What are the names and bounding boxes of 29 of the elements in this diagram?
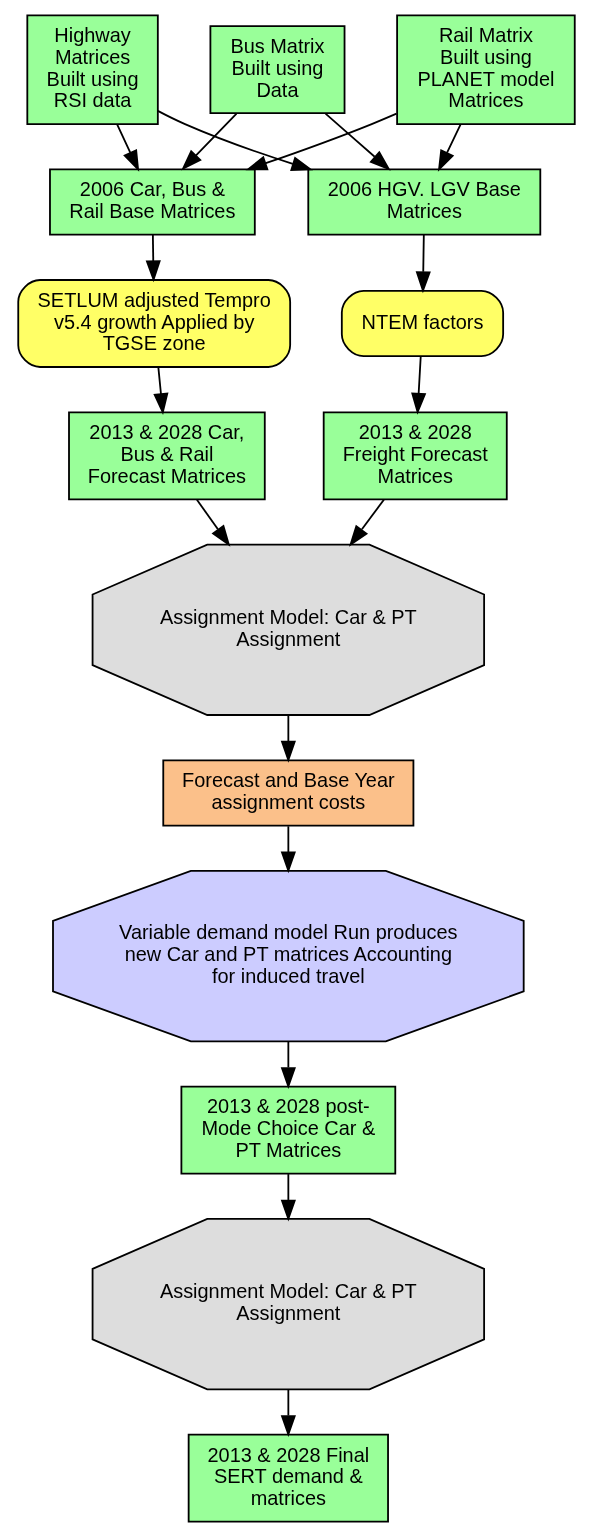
arrow bbox=[115, 123, 139, 172]
arrow bbox=[195, 498, 230, 547]
arrow bbox=[152, 366, 168, 415]
node-box: Highway Matrices Built using RSI data bbox=[25, 14, 159, 125]
node-box: 2006 Car, Bus & Rail Base Matrices bbox=[48, 168, 256, 236]
arrow bbox=[280, 1388, 296, 1437]
arrow bbox=[145, 233, 161, 283]
arrow bbox=[280, 1040, 296, 1089]
arrow bbox=[280, 825, 296, 874]
arrow bbox=[280, 1173, 296, 1222]
node-box: 2013 & 2028 Final SERT demand & matrices bbox=[187, 1433, 389, 1523]
node-box: Forecast and Base Year assignment costs bbox=[161, 759, 414, 827]
node-box: 2013 & 2028 Freight Forecast Matrices bbox=[322, 411, 508, 501]
arrow bbox=[324, 112, 391, 171]
node-box: Rail Matrix Built using PLANET model Matrices bbox=[395, 14, 576, 125]
node-box: Bus Matrix Built using Data bbox=[209, 25, 345, 115]
node-box: 2013 & 2028 post-Mode Choice Car & PT Matrices bbox=[180, 1085, 396, 1175]
arrow bbox=[410, 355, 426, 415]
arrow bbox=[180, 112, 237, 171]
arrow bbox=[280, 714, 296, 763]
node-box: 2013 & 2028 Car, Bus & Rail Forecast Matrices bbox=[67, 411, 266, 501]
arrow bbox=[415, 233, 431, 294]
node-box: NTEM factors bbox=[340, 289, 504, 357]
node-box: SETLUM adjusted Tempro v5.4 growth Applied by TGSE zone bbox=[16, 279, 291, 368]
arrow bbox=[437, 123, 461, 172]
node-box: 2006 HGV. LGV Base Matrices bbox=[306, 168, 541, 236]
arrow bbox=[348, 498, 385, 547]
arrow bbox=[245, 112, 397, 171]
arrow bbox=[156, 109, 313, 171]
